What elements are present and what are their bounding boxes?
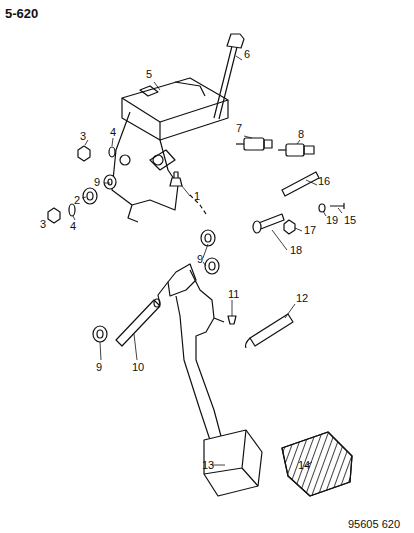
pivot-pin <box>116 299 160 346</box>
callout-number: 4 <box>70 220 76 232</box>
bushing <box>93 326 107 342</box>
callout-number: 13 <box>202 459 214 471</box>
callout-number: 9 <box>94 176 100 188</box>
bushing <box>201 230 215 246</box>
stopper <box>228 316 236 324</box>
pedal-bracket <box>112 78 228 222</box>
pedal-arm <box>158 264 224 440</box>
nut <box>48 208 60 223</box>
callout-number: 19 <box>326 214 338 226</box>
page-title: 5-620 <box>5 6 38 21</box>
callout-number: 11 <box>228 288 239 300</box>
rod <box>282 172 319 196</box>
callout-number: 9 <box>197 253 203 265</box>
fitting <box>170 172 182 186</box>
pedal-pad-cover <box>282 432 352 496</box>
pedal-switch <box>278 144 314 156</box>
bolt <box>214 34 244 119</box>
stop-light-switch <box>236 138 272 150</box>
collar <box>83 188 97 204</box>
callout-number: 18 <box>290 244 302 256</box>
bushing <box>205 258 219 274</box>
callout-number: 3 <box>40 218 46 230</box>
clip <box>330 203 344 209</box>
washer <box>109 147 115 157</box>
callout-number: 2 <box>74 194 80 206</box>
callout-number: 12 <box>296 292 308 304</box>
leader-lines <box>50 56 342 466</box>
callout-number: 9 <box>96 361 102 373</box>
callout-number: 6 <box>244 48 250 60</box>
washer <box>319 204 325 212</box>
callout-number: 16 <box>318 175 330 187</box>
callout-number: 4 <box>110 126 116 138</box>
bushing <box>104 175 116 189</box>
callout-number: 15 <box>344 214 356 226</box>
callout-number: 10 <box>132 361 144 373</box>
return-spring <box>246 314 294 348</box>
pin <box>253 214 284 233</box>
callout-number: 8 <box>298 128 304 140</box>
callout-number: 17 <box>304 224 316 236</box>
nut <box>78 146 90 161</box>
callout-number: 5 <box>146 68 152 80</box>
callout-number: 14 <box>298 459 310 471</box>
callout-number: 7 <box>236 122 242 134</box>
callout-number: 3 <box>80 130 86 142</box>
figure-number: 95605 620 <box>348 518 400 530</box>
nut <box>284 220 295 234</box>
callout-number: 1 <box>194 190 200 202</box>
